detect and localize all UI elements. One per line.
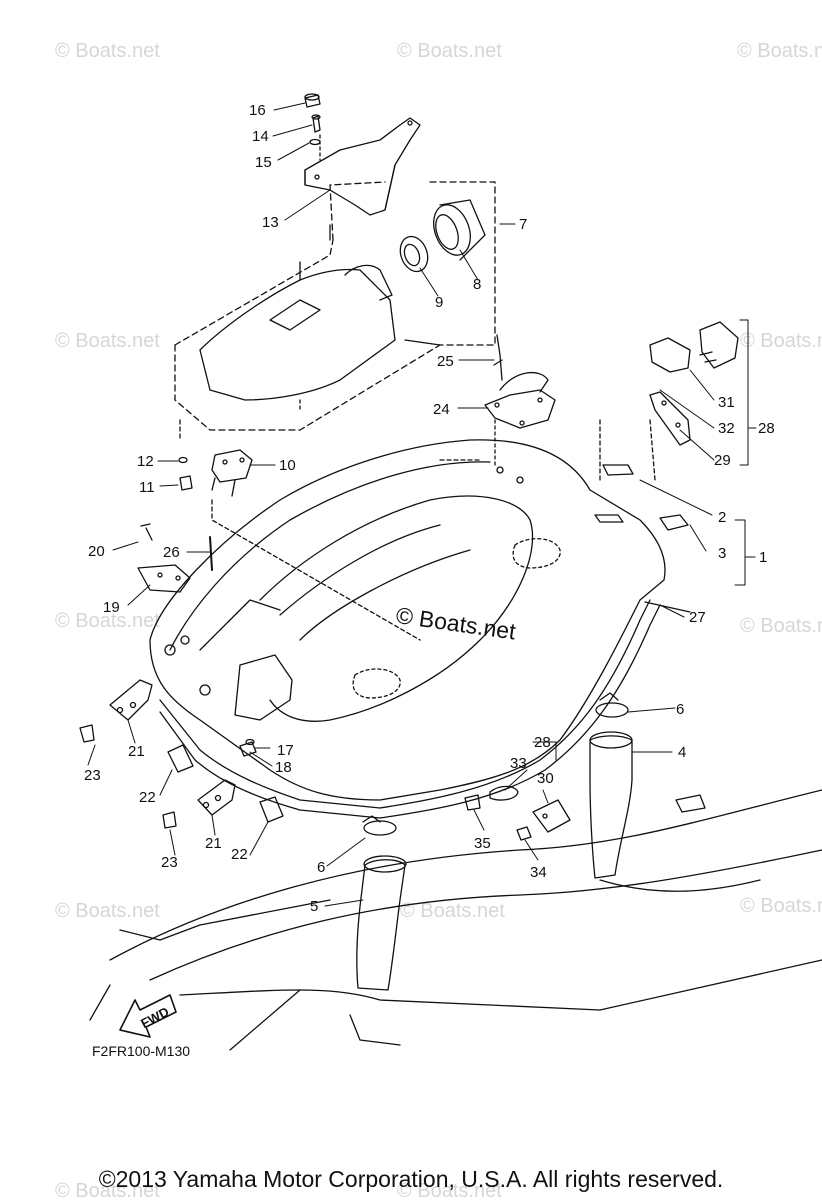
bolt-stack xyxy=(304,93,321,161)
callout-14: 14 xyxy=(252,128,269,145)
nut-17-18 xyxy=(239,738,257,757)
callout-22: 22 xyxy=(231,846,248,863)
callout-2: 2 xyxy=(718,509,726,526)
pad-2 xyxy=(594,464,634,523)
callout-27: 27 xyxy=(689,609,706,626)
callout-21: 21 xyxy=(205,835,222,852)
hinge-right-21 xyxy=(197,779,236,816)
callout-19: 19 xyxy=(103,599,120,616)
callout-22: 22 xyxy=(139,789,156,806)
callout-26: 26 xyxy=(163,544,180,561)
storage-compartment xyxy=(174,181,496,431)
callout-8: 8 xyxy=(473,276,481,293)
hinge-left-21 xyxy=(109,679,153,721)
gasket-33 xyxy=(489,785,519,801)
callout-10: 10 xyxy=(279,457,296,474)
clamp-6-upper xyxy=(595,692,629,718)
callout-6: 6 xyxy=(317,859,325,876)
callout-12: 12 xyxy=(137,453,154,470)
callout-35: 35 xyxy=(474,835,491,852)
copyright-notice: ©2013 Yamaha Motor Corporation, U.S.A. A… xyxy=(98,1166,724,1192)
hook-plate-24 xyxy=(484,334,556,466)
callout-31: 31 xyxy=(718,394,735,411)
callout-5: 5 xyxy=(310,898,318,915)
callout-33: 33 xyxy=(510,755,527,772)
leader-lines xyxy=(87,102,757,907)
callout-28: 28 xyxy=(758,420,775,437)
latch-10 xyxy=(178,419,421,641)
hull-deck xyxy=(89,789,822,1051)
hood-gasket xyxy=(159,599,691,819)
callout-6: 6 xyxy=(676,701,684,718)
callout-3: 3 xyxy=(718,545,726,562)
callout-1: 1 xyxy=(759,549,767,566)
pad-3 xyxy=(659,514,689,531)
buckle-assembly xyxy=(599,321,739,481)
callout-24: 24 xyxy=(433,401,450,418)
plate-30 xyxy=(532,799,571,833)
callout-30: 30 xyxy=(537,770,554,787)
callout-11: 11 xyxy=(139,479,155,496)
seal-ring-8 xyxy=(433,199,486,261)
callout-34: 34 xyxy=(530,864,547,881)
bolt-23 xyxy=(79,724,177,829)
bracket-13 xyxy=(304,117,421,216)
nut-34 xyxy=(516,826,532,841)
callout-23: 23 xyxy=(161,854,178,871)
hood-cover xyxy=(149,439,666,801)
bolt-35 xyxy=(464,794,481,811)
callout-28: 28 xyxy=(534,734,551,751)
callout-20: 20 xyxy=(88,543,105,560)
callout-7: 7 xyxy=(519,216,527,233)
callout-4: 4 xyxy=(678,744,686,761)
hose-4 xyxy=(589,731,633,879)
callout-32: 32 xyxy=(718,420,735,437)
callout-17: 17 xyxy=(277,742,294,759)
callout-23: 23 xyxy=(84,767,101,784)
callout-18: 18 xyxy=(275,759,292,776)
spacer-22 xyxy=(167,744,284,823)
diagram-code: F2FR100-M130 xyxy=(92,1043,191,1059)
callout-29: 29 xyxy=(714,452,731,469)
callout-21: 21 xyxy=(128,743,145,760)
callout-15: 15 xyxy=(255,154,272,171)
fwd-arrow xyxy=(119,994,177,1038)
clamp-6-lower xyxy=(362,815,397,836)
callout-13: 13 xyxy=(262,214,279,231)
hose-5 xyxy=(356,855,407,991)
seal-ring-9 xyxy=(399,235,429,273)
callout-16: 16 xyxy=(249,102,266,119)
callout-25: 25 xyxy=(437,353,454,370)
callout-9: 9 xyxy=(435,294,443,311)
callouts: 16 14 15 13 7 8 9 25 24 31 32 28 29 12 1… xyxy=(84,102,775,915)
